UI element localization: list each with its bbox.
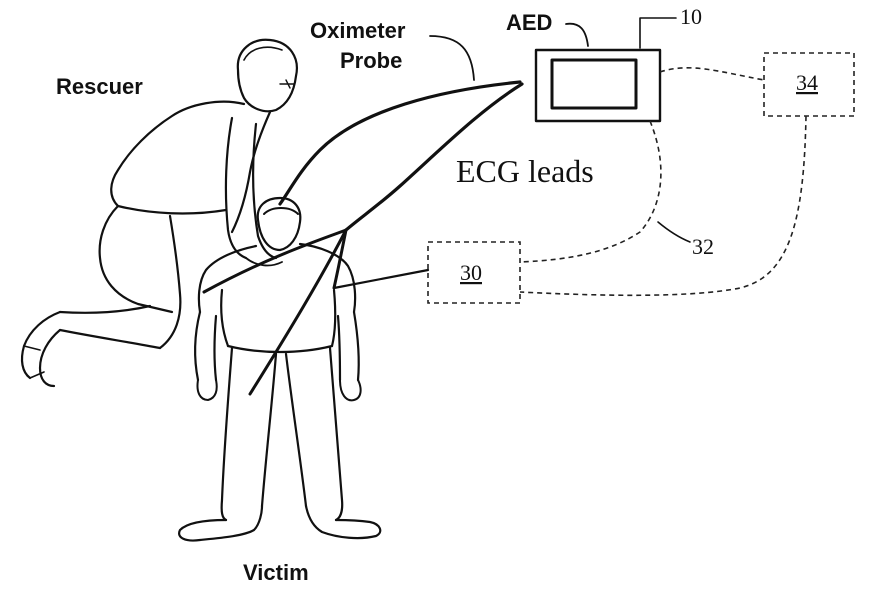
label-ecg-leads: ECG leads <box>456 153 594 189</box>
label-aed: AED <box>506 10 552 35</box>
label-rescuer: Rescuer <box>56 74 143 99</box>
label-probe: Probe <box>340 48 402 73</box>
leader-oximeter <box>430 36 474 80</box>
leader-32 <box>658 222 690 242</box>
leader-aed <box>566 24 588 46</box>
leader-10 <box>640 18 676 48</box>
dashed-aed-to-30 <box>520 121 661 262</box>
aed-screen <box>552 60 636 108</box>
ref-30: 30 <box>460 260 482 285</box>
dashed-aed-to-34 <box>660 68 764 80</box>
victim-figure <box>179 198 380 541</box>
ref-10: 10 <box>680 4 702 29</box>
dashed-34-to-30 <box>520 116 806 295</box>
ref-32: 32 <box>692 234 714 259</box>
label-oximeter: Oximeter <box>310 18 406 43</box>
sensor-30-line <box>334 270 428 288</box>
ecg-lead-1 <box>204 230 346 292</box>
label-victim: Victim <box>243 560 309 585</box>
ref-34: 34 <box>796 70 818 95</box>
aed-device <box>536 50 660 121</box>
